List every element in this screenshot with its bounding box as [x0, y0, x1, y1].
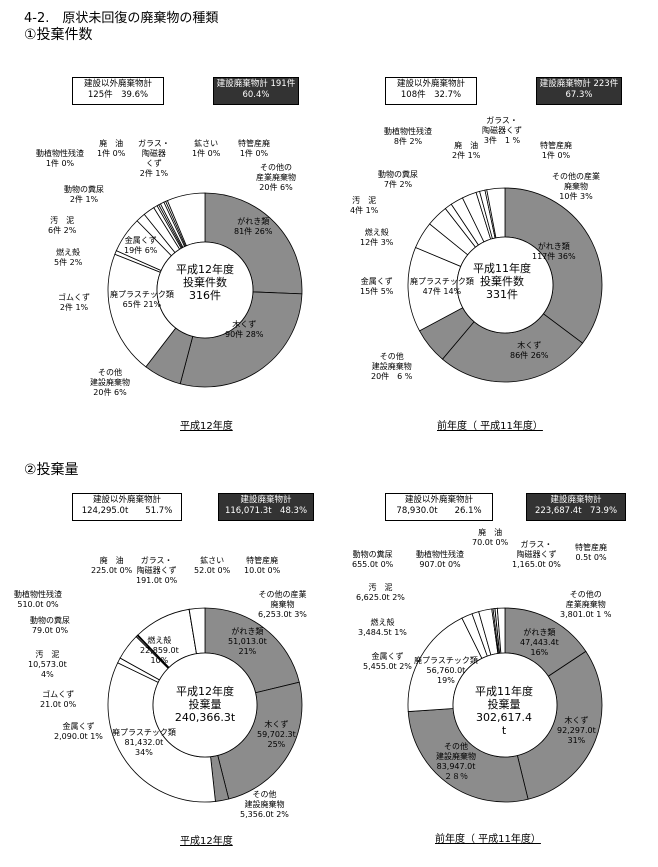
slice-label: ガラス・ 陶磁器くず 191.0t 0% [136, 556, 178, 585]
pie-chart-count-h12 [107, 192, 303, 388]
slice-label: 廃 油 225.0t 0% [91, 556, 133, 575]
slice-label: その他の産業 廃棄物 6,253.0t 3% [258, 590, 307, 619]
pie-chart-count-h11 [407, 187, 603, 383]
summary-non-construction: 建設以外廃棄物計 108件 32.7% [385, 77, 477, 105]
pie-chart-volume-h12 [107, 607, 303, 803]
slice-label: 動物の糞尿 655.0t 0% [352, 550, 394, 569]
pie-center-label: 平成12年度 投棄量 240,366.3t [174, 685, 236, 724]
slice-label: その他 建設廃棄物 83,947.0t ２８％ [436, 742, 476, 781]
summary-non-construction: 建設以外廃棄物計 125件 39.6% [72, 77, 164, 105]
slice-label: 金属くず 2,090.0t 1% [54, 722, 103, 741]
slice-label: 動植物性残渣 907.0t 0% [416, 550, 464, 569]
slice-label: 汚 泥 10,573.0t 4% [28, 650, 67, 679]
slice-label: 廃プラスチック類 65件 21% [110, 290, 174, 309]
pie-center-hole [456, 236, 554, 334]
summary-construction: 建設廃棄物計 191件 60.4% [213, 77, 304, 105]
slice-label: 木くず 59,702.3t 25% [257, 720, 296, 749]
slice-label: 廃プラスチック類 47件 14% [410, 277, 474, 296]
pie-chart-volume-h11 [407, 607, 603, 803]
section-title-count: ①投棄件数 [24, 27, 93, 43]
slice-label: 特管産廃 10.0t 0% [244, 556, 281, 575]
slice-label: がれき類 51,013.0t 21% [228, 627, 267, 656]
slice-label: 特管産廃 0.5t 0% [575, 543, 607, 562]
slice-label: 燃え殻 12件 3% [360, 228, 394, 247]
slice-label: 鉱さい 1件 0% [192, 139, 221, 158]
slice-label: 動物の糞尿 79.0t 0% [30, 616, 70, 635]
slice-label: 特管産廃 1件 0% [540, 141, 572, 160]
slice-label: 廃プラスチック類 81,432.0t 34% [112, 728, 176, 757]
slice-label: がれき類 81件 26% [234, 217, 273, 236]
slice-label: ゴムくず 2件 1% [58, 293, 90, 312]
slice-label: ガラス・ 陶磁器くず 1,165.0t 0% [512, 540, 561, 569]
page-title: 4-2. 原状未回復の廃棄物の種類 [24, 11, 219, 26]
slice-label: 木くず 92,297.0t 31% [557, 716, 596, 745]
slice-label: 金属くず 19件 6% [124, 236, 158, 255]
slice-label: その他 建設廃棄物 20件 6 % [371, 352, 413, 381]
slice-label: その他 建設廃棄物 20件 6% [90, 368, 130, 397]
pie-center-hole [152, 652, 258, 758]
summary-non-construction: 建設以外廃棄物計 78,930.0t 26.1% [385, 493, 493, 521]
chart-caption: 平成12年度 [180, 421, 233, 432]
slice-label: 燃え殻 5件 2% [54, 248, 83, 267]
slice-label: その他の 産業廃棄物 20件 6% [256, 163, 296, 192]
slice-label: ガラス・ 陶磁器 くず 2件 1% [138, 139, 170, 178]
slice-label: 木くず 86件 26% [510, 341, 549, 360]
slice-label: 廃 油 70.0t 0% [472, 528, 509, 547]
slice-label: その他の産業 廃棄物 10件 3% [552, 172, 600, 201]
slice-label: がれき類 117件 36% [532, 242, 576, 261]
slice-label: その他の 産業廃棄物 3,801.0t 1 % [560, 590, 612, 619]
slice-label: がれき類 47,443.4t 16% [520, 628, 559, 657]
slice-label: 金属くず 5,455.0t 2% [363, 652, 412, 671]
chart-caption: 前年度（ 平成11年度） [435, 834, 541, 845]
slice-label: 鉱さい 52.0t 0% [194, 556, 231, 575]
summary-construction: 建設廃棄物計 223,687.4t 73.9% [526, 493, 626, 521]
chart-caption: 前年度（ 平成11年度） [437, 421, 543, 432]
pie-center-hole [452, 652, 558, 758]
pie-center-label: 平成11年度 投棄量 302,617.4 t [475, 685, 533, 737]
slice-label: その他 建設廃棄物 5,356.0t 2% [240, 790, 289, 819]
slice-label: 動植物性残渣 8件 2% [384, 127, 432, 146]
slice-label: 動物の糞尿 2件 1% [64, 185, 104, 204]
slice-label: 燃え殻 3,484.5t 1% [358, 618, 407, 637]
slice-label: 燃え殻 22,859.0t 10% [140, 636, 179, 665]
slice-label: 動植物性残渣 1件 0% [36, 149, 84, 168]
pie-center-hole [156, 241, 254, 339]
summary-non-construction: 建設以外廃棄物計 124,295.0t 51.7% [72, 493, 182, 521]
pie-center-label: 平成11年度 投棄件数 331件 [473, 262, 531, 301]
slice-label: 廃プラスチック類 56,760.0t 19% [414, 656, 478, 685]
slice-label: 汚 泥 6,625.0t 2% [356, 583, 405, 602]
section-title-volume: ②投棄量 [24, 462, 79, 478]
slice-label: 廃 油 1件 0% [97, 139, 126, 158]
slice-label: 木くず 90件 28% [225, 320, 264, 339]
slice-label: 汚 泥 6件 2% [48, 216, 77, 235]
summary-construction: 建設廃棄物計 116,071.3t 48.3% [218, 493, 314, 521]
slice-label: ガラス・ 陶磁器くず 3件 1 % [482, 116, 522, 145]
summary-construction: 建設廃棄物計 223件 67.3% [536, 77, 627, 105]
slice-label: 特管産廃 1件 0% [238, 139, 270, 158]
slice-label: 動物の糞尿 7件 2% [378, 170, 418, 189]
slice-label: 汚 泥 4件 1% [350, 196, 379, 215]
slice-label: 金属くず 15件 5% [360, 277, 394, 296]
chart-caption: 平成12年度 [180, 836, 233, 847]
pie-center-label: 平成12年度 投棄件数 316件 [176, 263, 234, 302]
slice-label: ゴムくず 21.0t 0% [40, 690, 77, 709]
slice-label: 廃 油 2件 1% [452, 141, 481, 160]
slice-label: 動植物性残渣 510.0t 0% [14, 590, 62, 609]
